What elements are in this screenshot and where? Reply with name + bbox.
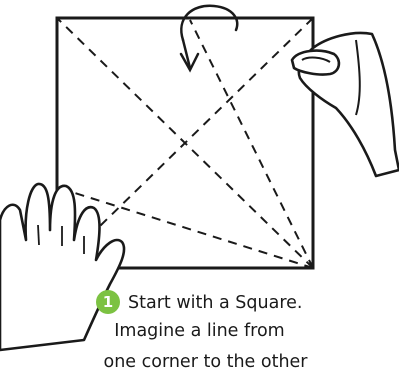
step-instruction-line-2: Imagine a line from bbox=[0, 321, 399, 341]
step-instruction-line-3: one corner to the other bbox=[6, 352, 399, 372]
step-title: Start with a Square. bbox=[128, 293, 302, 313]
step-title-line: 1 Start with a Square. bbox=[18, 290, 399, 314]
step-number-badge: 1 bbox=[96, 290, 120, 314]
